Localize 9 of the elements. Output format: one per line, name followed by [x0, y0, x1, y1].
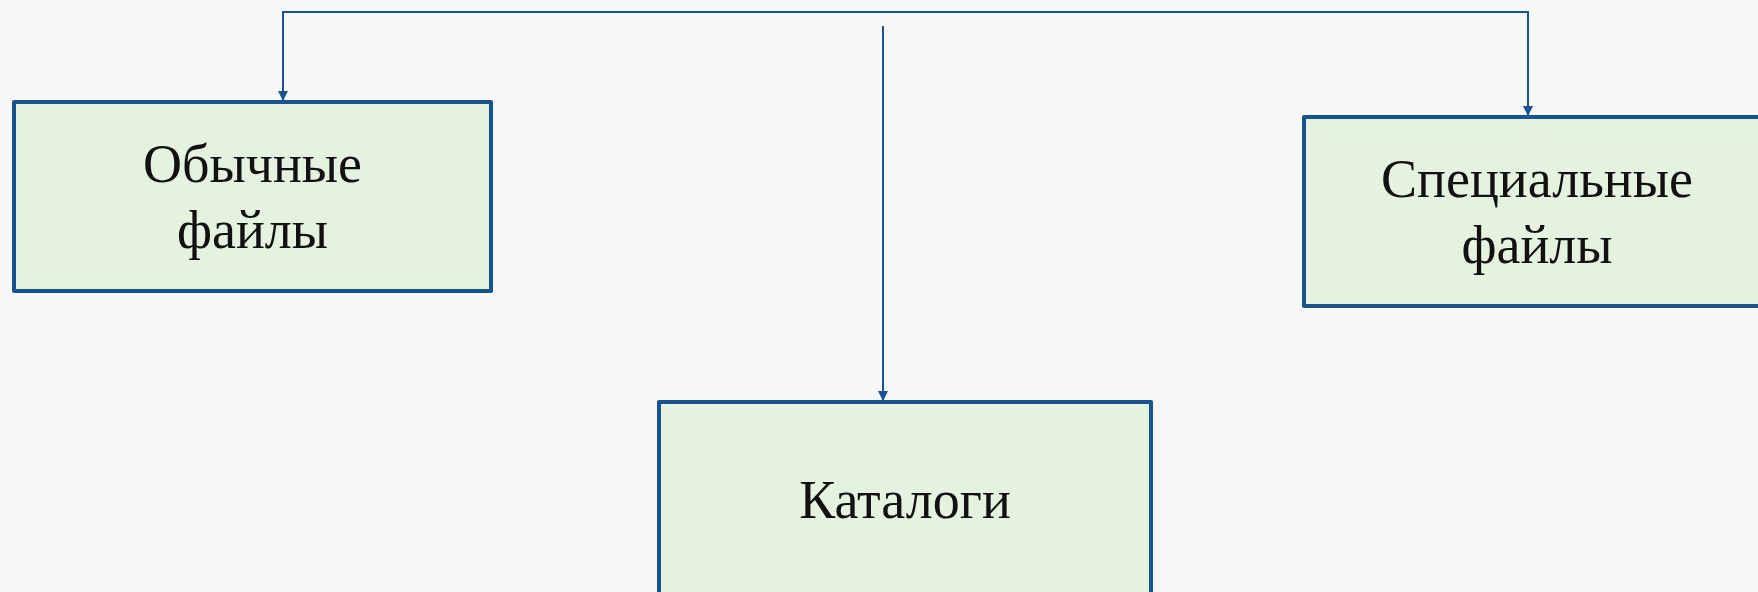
arrow — [882, 11, 1533, 116]
arrow — [278, 11, 884, 101]
box-label: Обычные файлы — [141, 132, 364, 262]
process-box — [1302, 115, 1758, 308]
box-label: Специальные файлы — [1380, 147, 1694, 277]
process-box — [12, 100, 493, 293]
process-box — [657, 400, 1153, 592]
box-label: Каталоги — [799, 469, 1011, 532]
arrow — [878, 25, 888, 401]
